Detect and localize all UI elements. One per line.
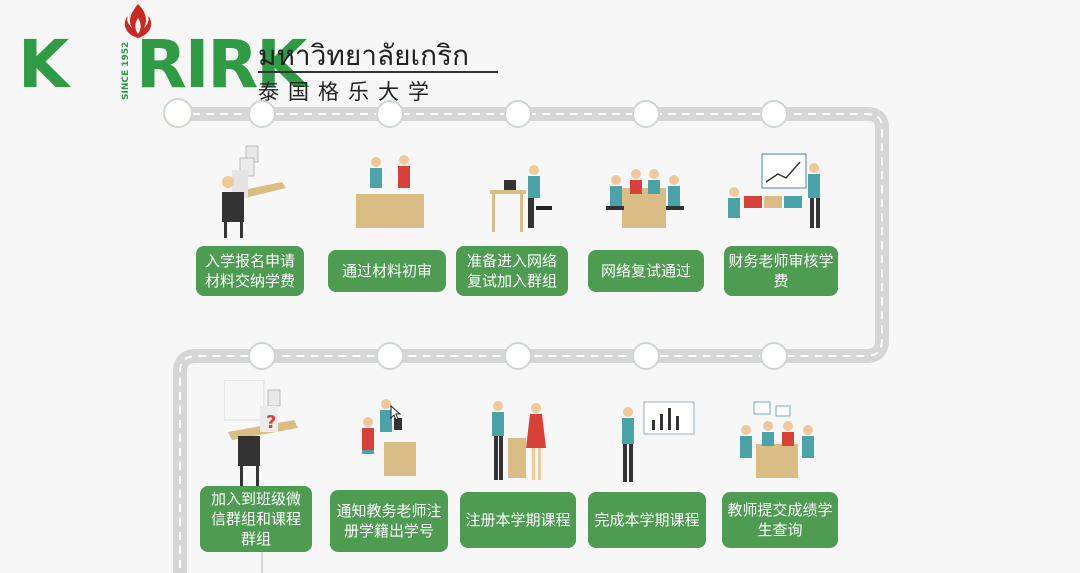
mouse-cursor-icon	[390, 405, 402, 421]
logo-chinese-name: 泰国格乐大学	[258, 80, 438, 104]
step-1-application: 入学报名申请材料交纳学费	[196, 246, 304, 296]
course-completion-chart-illustration	[622, 401, 695, 482]
university-logo: K SINCE 1952 RIRK มหาวิทยาลัยเกริก 泰国格乐大…	[18, 0, 498, 104]
grades-meeting-illustration	[740, 401, 814, 478]
logo-wordmark-rk: RIRK	[136, 26, 307, 103]
step-4-retest-passed: 网络复试通过	[588, 250, 704, 292]
step-10-grades-inquiry: 教师提交成绩学生查询	[722, 492, 838, 548]
step-9-course-completion: 完成本学期课程	[588, 492, 706, 548]
logo-divider	[258, 71, 498, 73]
step-8-course-registration: 注册本学期课程	[460, 492, 576, 548]
step-2-initial-review: 通过材料初审	[328, 250, 446, 292]
step-5-tuition-check: 财务老师审核学费	[724, 246, 838, 296]
logo-wordmark-k: K	[18, 26, 69, 103]
computer-desk-question-illustration: ?	[224, 380, 298, 486]
meeting-table-illustration	[606, 169, 684, 228]
presentation-chart-illustration	[728, 153, 820, 228]
laptop-desk-illustration	[490, 165, 552, 232]
registrar-desk-illustration	[362, 399, 416, 476]
computer-desk-illustration	[222, 145, 286, 238]
step-6-wechat-group: 加入到班级微信群组和课程群组	[200, 486, 312, 552]
step-7-student-number: 通知教务老师注册学籍出学号	[330, 490, 448, 552]
course-registration-illustration	[492, 401, 546, 480]
flame-icon	[124, 4, 152, 38]
svg-text:?: ?	[266, 412, 276, 433]
logo-thai-name: มหาวิทยาลัยเกริก	[258, 39, 470, 72]
interview-desk-illustration	[356, 155, 424, 228]
step-3-join-group: 准备进入网络复试加入群组	[456, 246, 568, 296]
